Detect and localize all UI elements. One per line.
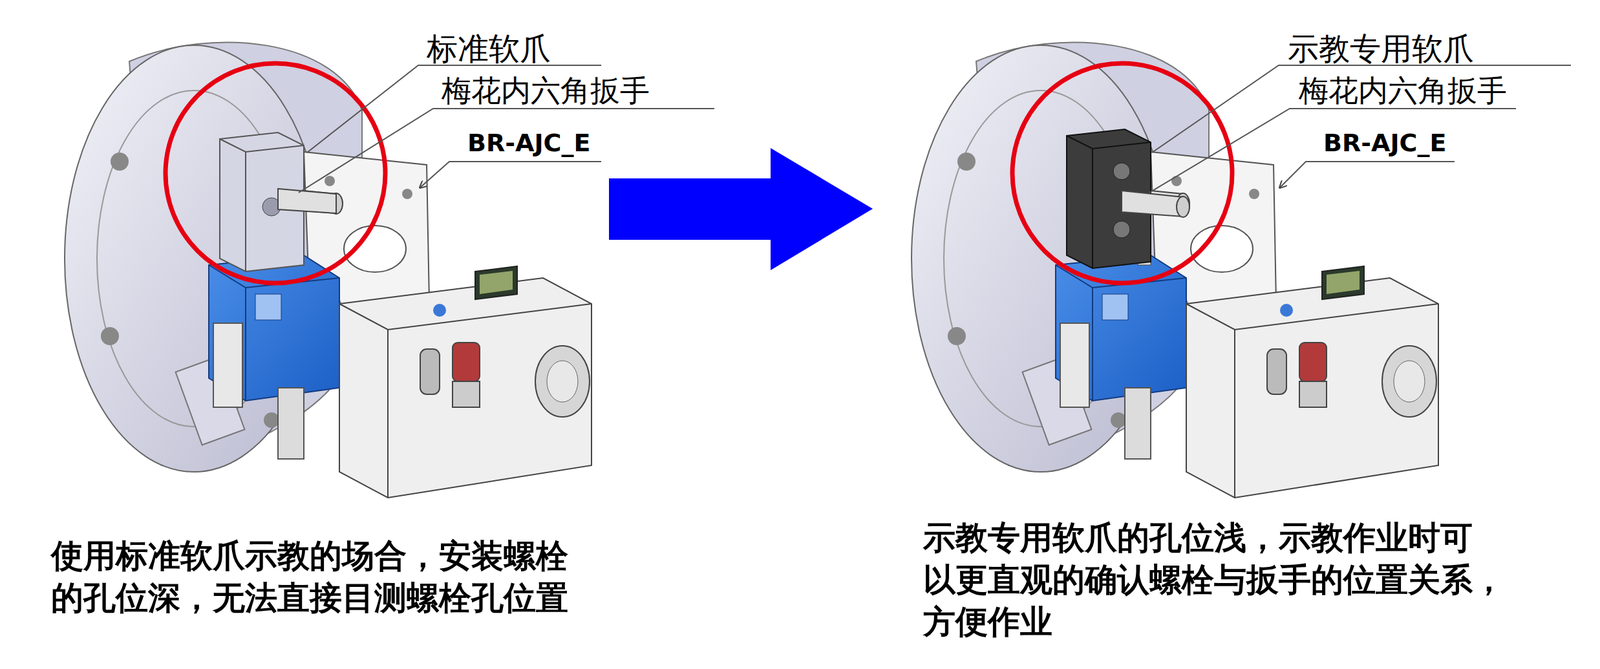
transition-arrow [608, 148, 873, 271]
leader-lines [298, 65, 1571, 193]
caption-note: 使用标准软爪示教的场合，安装螺栓 的孔位深，无法直接目测螺栓孔位置 [51, 535, 588, 620]
highlight-circle [1012, 63, 1233, 284]
machine-illustration [911, 42, 1439, 498]
part-label: 示教专用软爪 [1287, 31, 1474, 67]
part-label: 梅花内六角扳手 [1298, 73, 1507, 108]
machine-illustration [64, 42, 592, 498]
part-label: 标准软爪 [426, 31, 551, 67]
highlight-circle [165, 63, 386, 284]
part-label: 梅花内六角扳手 [441, 73, 650, 108]
part-label: BR-AJC_E [1323, 129, 1447, 158]
caption-note: 示教专用软爪的孔位浅，示教作业时可 以更直观的确认螺栓与扳手的位置关系， 方便作… [923, 517, 1522, 644]
part-label: BR-AJC_E [467, 129, 591, 158]
